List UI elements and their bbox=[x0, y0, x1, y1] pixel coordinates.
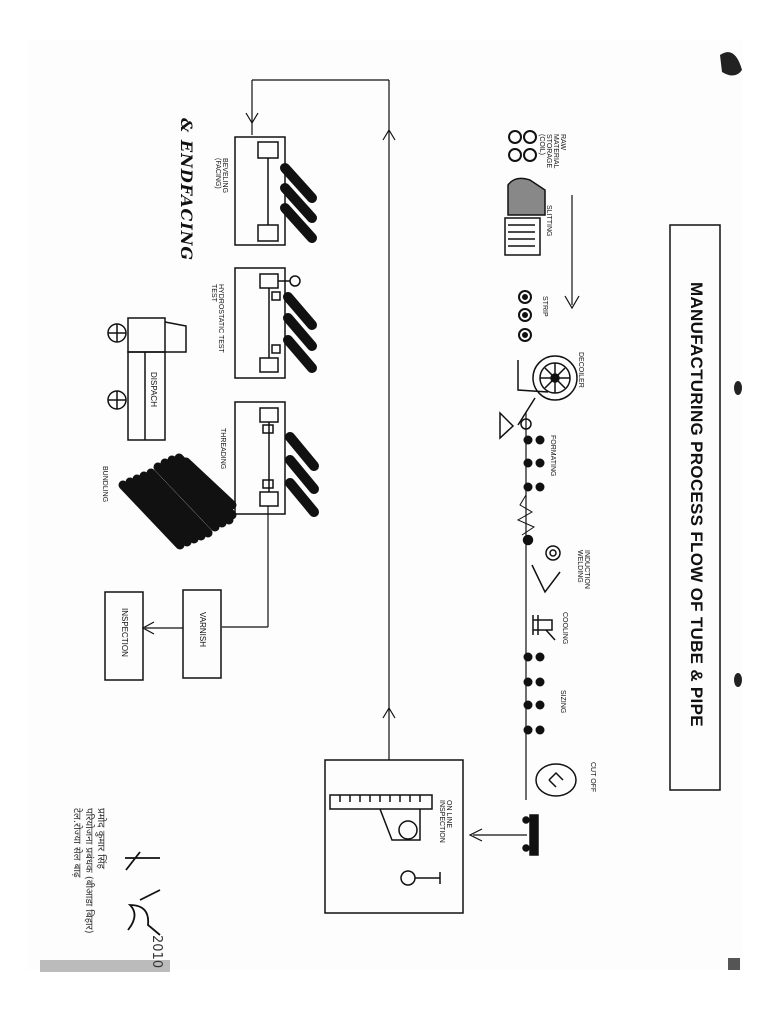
online-inspection-label: ON LINE INSPECTION bbox=[438, 800, 452, 843]
diagram-title: MANUFACTURING PROCESS FLOW OF TUBE & PIP… bbox=[687, 282, 706, 727]
slitting-label: SLITTING bbox=[545, 205, 552, 237]
threading-machine-icon bbox=[234, 401, 286, 515]
hydrostatic-test-icon bbox=[234, 267, 301, 379]
hydrostatic-test-label: HYDROSTATIC TEST TEST bbox=[210, 284, 224, 353]
online-inspection-box bbox=[324, 759, 464, 914]
strip-label: STRIP bbox=[541, 296, 548, 317]
signature-date: 2010 bbox=[149, 935, 164, 969]
varnish-box bbox=[182, 589, 222, 679]
sizing-rollers-icon bbox=[523, 652, 545, 735]
signature bbox=[125, 851, 161, 936]
slitting-machine-icon bbox=[504, 177, 546, 256]
inspection-box bbox=[104, 591, 144, 681]
scan-marks bbox=[40, 52, 742, 972]
measuring-gauge-icon bbox=[329, 794, 441, 886]
induction-welding-icon bbox=[522, 534, 561, 594]
bundling-label: BUNDLING bbox=[101, 466, 108, 503]
cooling-icon bbox=[532, 615, 556, 641]
flow-arrow-down bbox=[564, 195, 580, 310]
cooling-label: COOLING bbox=[561, 612, 568, 645]
strip-coils-icon bbox=[518, 290, 532, 342]
inspection-label: INSPECTION bbox=[120, 608, 129, 657]
threading-to-varnish-line bbox=[222, 506, 269, 628]
induction-welding-label: INDUCTION WELDING bbox=[576, 550, 590, 589]
varnish-label: VARNISH bbox=[198, 612, 207, 647]
cut-off-saw-icon bbox=[535, 763, 577, 797]
raw-material-coils-icon bbox=[508, 130, 537, 162]
forming-rollers-icon bbox=[523, 435, 545, 492]
pipe-bundle-hydro-icon bbox=[283, 292, 317, 373]
decoiler-icon bbox=[517, 355, 578, 426]
weld-wave-icon bbox=[516, 494, 536, 536]
formating-label: FORMATING bbox=[549, 435, 556, 477]
feed-roller-icon bbox=[499, 411, 532, 440]
bundling-pipes-icon bbox=[118, 453, 237, 550]
dispatch-label: DISPACH bbox=[149, 372, 158, 407]
online-inspection-arrow bbox=[468, 828, 527, 842]
pipe-bundle-threading-icon bbox=[285, 432, 319, 517]
pipe-bundle-beveling-icon bbox=[280, 163, 317, 243]
beveling-label: BEVELING (FACING) bbox=[214, 158, 228, 194]
varnish-to-inspection-arrow bbox=[141, 621, 183, 635]
threading-label: THREADING bbox=[219, 428, 226, 470]
raw-material-label: RAW MATERIAL STORAGE (COIL) bbox=[538, 134, 566, 169]
return-flow-line bbox=[245, 79, 396, 760]
runout-table-icon bbox=[522, 814, 539, 856]
dispatch-truck-icon bbox=[107, 317, 187, 441]
official-stamp: प्रमोद कुमार सिंह परियोजना प्रबंधक (बीआड… bbox=[71, 808, 106, 934]
sizing-label: SIZING bbox=[559, 690, 566, 714]
cut-off-label: CUT OFF bbox=[589, 762, 596, 793]
handwritten-endfacing-note: & ENDFACING bbox=[177, 118, 196, 262]
title-frame bbox=[669, 224, 721, 791]
decoiler-label: DECOILER bbox=[577, 352, 584, 388]
